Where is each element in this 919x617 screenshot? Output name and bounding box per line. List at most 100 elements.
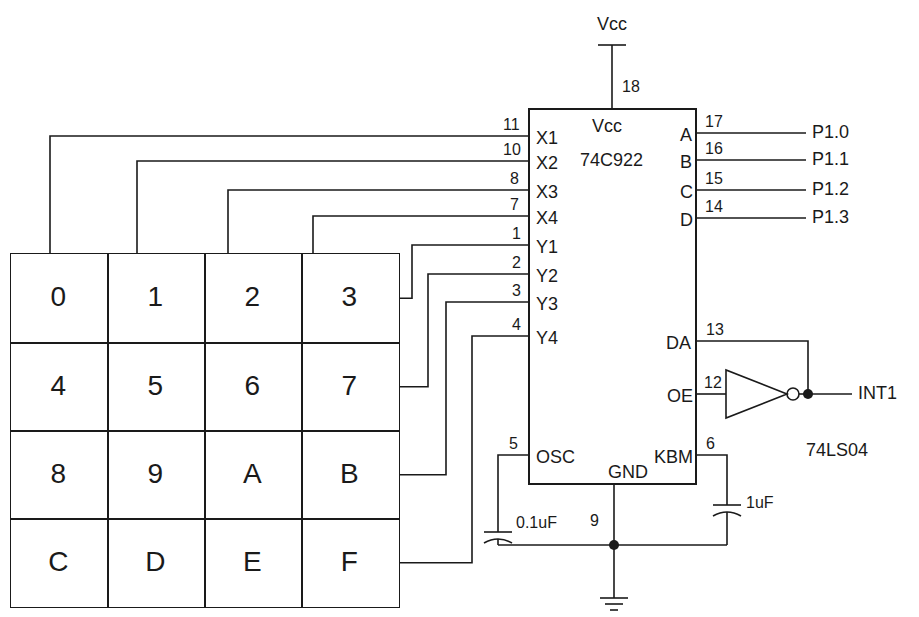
pin-name: Y3 xyxy=(536,294,558,315)
pin-number: 2 xyxy=(512,254,521,272)
pin-name: C xyxy=(680,182,693,203)
pin-number: 3 xyxy=(512,282,521,300)
pin-number: 10 xyxy=(503,141,521,159)
pin-name: Y2 xyxy=(536,266,558,287)
key-label: 5 xyxy=(147,370,163,402)
key-label: 0 xyxy=(50,281,66,313)
pin-name: GND xyxy=(608,462,648,483)
signal-label: P1.1 xyxy=(812,149,849,170)
key-cell: 0 xyxy=(10,253,109,344)
key-label: 1 xyxy=(147,281,163,313)
capacitor-plate xyxy=(484,531,512,533)
pin-name: B xyxy=(680,152,692,173)
pin-name: Vcc xyxy=(592,116,622,137)
key-label: E xyxy=(243,546,262,578)
keypad-wire xyxy=(400,245,529,298)
key-cell: F xyxy=(301,518,400,608)
pin-number: 6 xyxy=(706,435,715,453)
wire-group xyxy=(484,45,852,610)
key-label: C xyxy=(48,546,68,578)
key-cell: 1 xyxy=(107,253,206,344)
signal-label: P1.0 xyxy=(812,122,849,143)
ic-chip: Vcc74C922X1X2X3X4Y1Y2Y3Y4ABCDDAOEOSCGNDK… xyxy=(528,108,697,485)
signal-label: P1.2 xyxy=(812,179,849,200)
key-cell: B xyxy=(301,430,400,520)
pin-number: 14 xyxy=(705,198,723,216)
pin-name: X2 xyxy=(536,153,558,174)
pin-name: Y4 xyxy=(536,328,558,349)
pin-number: 15 xyxy=(705,170,723,188)
vcc-wire xyxy=(611,45,613,108)
keypad-wire xyxy=(400,302,529,475)
pin-number: 4 xyxy=(512,316,521,334)
key-label: B xyxy=(340,458,359,490)
pin-number: 13 xyxy=(706,321,724,339)
key-cell: 3 xyxy=(301,253,400,344)
capacitor-plate xyxy=(713,504,741,506)
key-label: F xyxy=(341,546,358,578)
keypad-wire xyxy=(50,136,528,253)
key-label: 6 xyxy=(244,370,260,402)
keypad-wire xyxy=(400,274,529,387)
pin-number: 18 xyxy=(622,78,640,96)
pin-name: X3 xyxy=(536,182,558,203)
key-cell: 7 xyxy=(301,342,400,432)
pin-number: 1 xyxy=(512,225,521,243)
key-cell: 5 xyxy=(107,342,206,432)
pin-wire xyxy=(697,132,806,134)
key-cell: E xyxy=(204,518,303,608)
signal-label: 74LS04 xyxy=(806,440,868,461)
key-label: 2 xyxy=(244,281,260,313)
cap-wire xyxy=(497,539,499,545)
junction-dots xyxy=(609,389,813,550)
key-label: A xyxy=(243,458,262,490)
key-label: 3 xyxy=(341,281,357,313)
ground-symbol xyxy=(610,609,618,611)
pin-wire xyxy=(697,159,806,161)
pin-number: 9 xyxy=(590,512,599,530)
key-cell: A xyxy=(204,430,303,520)
cap-wire xyxy=(726,512,728,545)
kbm-wire xyxy=(697,455,727,505)
key-cell: C xyxy=(10,518,109,608)
key-label: 9 xyxy=(147,458,163,490)
key-cell: D xyxy=(107,518,206,608)
keypad-wire xyxy=(400,336,529,563)
pin-name: D xyxy=(680,210,693,231)
pin-name: 74C922 xyxy=(580,150,643,171)
pin-number: 5 xyxy=(509,435,518,453)
pin-wire xyxy=(697,189,806,191)
keypad-wire xyxy=(137,161,528,253)
key-label: 8 xyxy=(50,458,66,490)
key-cell: 2 xyxy=(204,253,303,344)
oe-wire xyxy=(697,393,726,395)
junction-dot xyxy=(609,540,619,550)
da-wire xyxy=(697,341,808,394)
inverter-bubble xyxy=(787,388,799,400)
pin-name: OSC xyxy=(536,447,575,468)
pin-wire xyxy=(697,217,806,219)
pin-name: Y1 xyxy=(536,237,558,258)
ground-symbol xyxy=(600,597,628,599)
keypad-wire xyxy=(313,216,528,253)
pin-number: 16 xyxy=(705,140,723,158)
signal-label: 0.1uF xyxy=(516,514,557,532)
pin-name: A xyxy=(680,125,692,146)
ground-symbol xyxy=(605,603,623,605)
key-label: 4 xyxy=(50,370,66,402)
inverter-symbol xyxy=(726,370,787,418)
signal-label: P1.3 xyxy=(812,207,849,228)
key-label: D xyxy=(145,546,165,578)
signal-label: 1uF xyxy=(746,494,774,512)
key-cell: 6 xyxy=(204,342,303,432)
pin-number: 12 xyxy=(704,374,722,392)
key-cell: 8 xyxy=(10,430,109,520)
key-cell: 9 xyxy=(107,430,206,520)
pin-name: KBM xyxy=(654,447,693,468)
pin-number: 11 xyxy=(503,116,520,134)
keypad-wire xyxy=(228,190,528,253)
pin-name: DA xyxy=(666,333,691,354)
pin-name: X1 xyxy=(536,128,558,149)
pin-name: OE xyxy=(667,386,693,407)
